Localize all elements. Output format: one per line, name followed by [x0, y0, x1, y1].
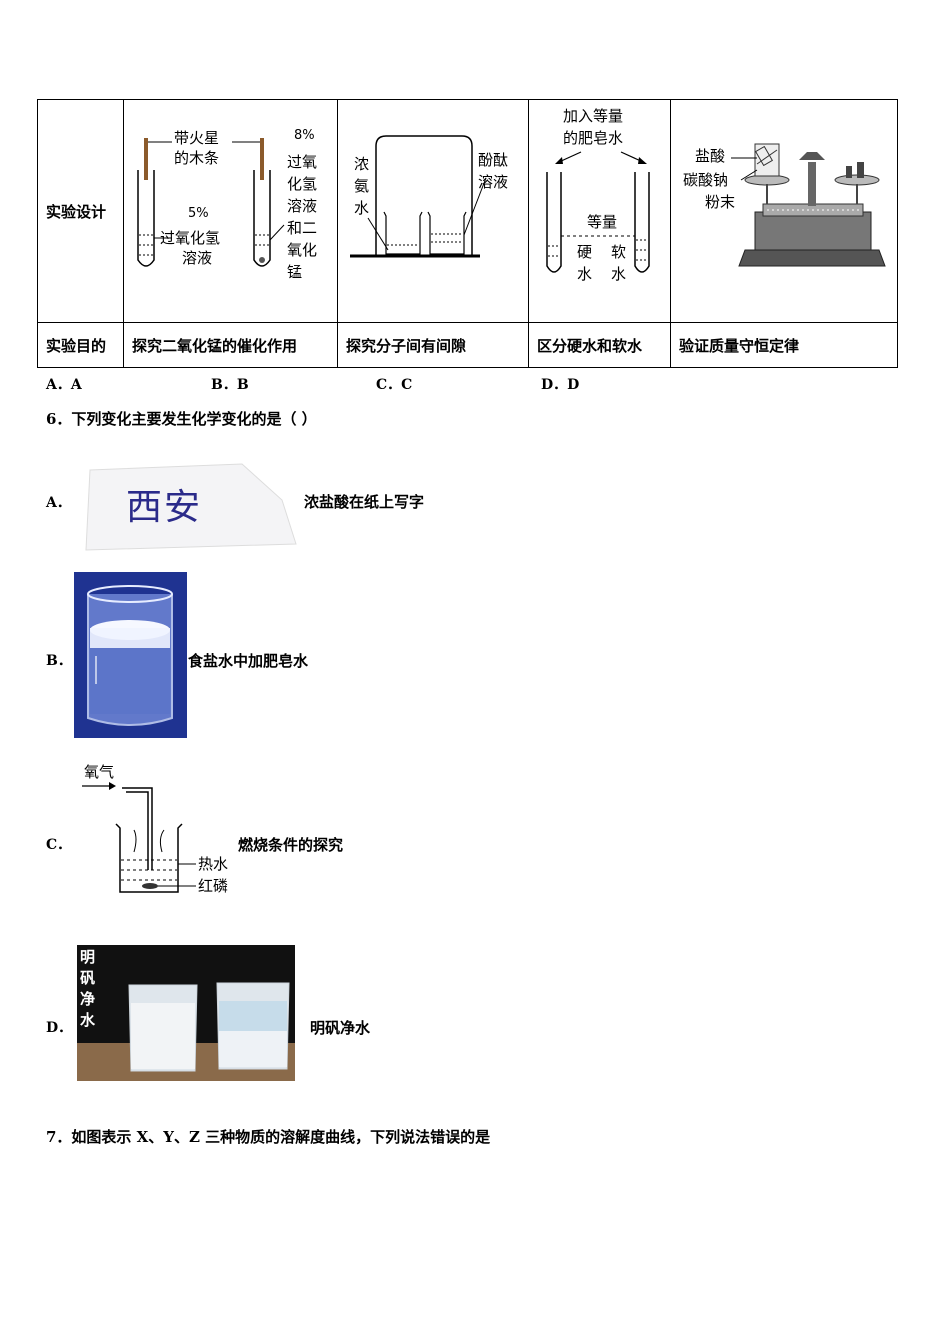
alum-caption-char: 矾 [80, 969, 96, 987]
q6-option-d-text: 明矾净水 [310, 1019, 371, 1037]
label-equal: 等量 [587, 213, 618, 231]
label-ammonia-3: 水 [354, 199, 370, 217]
design-cell-mass: 盐酸 碳酸钠 粉末 [670, 99, 898, 323]
label-right-1: 过氧 [287, 153, 318, 171]
label-left-solution-1: 过氧化氢 [160, 229, 221, 247]
q6-option-c-letter: C． [46, 837, 72, 853]
alum-caption-char: 明 [80, 948, 96, 966]
purpose-diffusion: 探究分子间有间隙 [337, 322, 529, 368]
catalysis-diagram [137, 138, 285, 267]
label-right-5: 氧化 [287, 241, 318, 259]
label-right-6: 锰 [287, 263, 303, 281]
label-hot-water: 热水 [198, 855, 229, 873]
hardwater-diagram [546, 151, 650, 273]
label-left-concentration: 5% [188, 206, 209, 221]
experiment-table: 实验设计 [37, 99, 898, 368]
label-ammonia-1: 浓 [354, 155, 370, 173]
label-soft-2: 水 [611, 265, 627, 283]
q5-option-c: C．C [376, 377, 413, 393]
q6-option-a-letter: A． [46, 495, 71, 511]
q6-option-c-text: 燃烧条件的探究 [238, 836, 344, 854]
label-splint-2: 的木条 [174, 149, 220, 167]
purpose-catalysis: 探究二氧化锰的催化作用 [123, 322, 338, 368]
design-cell-diffusion: 浓 氨 水 酚酞 溶液 [337, 99, 529, 323]
label-hydrochloric-acid: 盐酸 [695, 147, 726, 165]
purpose-mass: 验证质量守恒定律 [670, 322, 898, 368]
q5-option-d: D．D [541, 377, 580, 393]
label-oxygen: 氧气 [84, 763, 115, 781]
label-carbonate-1: 碳酸钠 [683, 171, 729, 189]
alum-caption-char: 水 [80, 1011, 96, 1029]
q5-option-a: A．A [46, 377, 82, 393]
row-label-purpose: 实验目的 [37, 322, 124, 368]
q6-option-b-text: 食盐水中加肥皂水 [188, 652, 309, 670]
soap-beaker-photo [74, 572, 187, 738]
label-ammonia-2: 氨 [354, 177, 370, 195]
diffusion-diagram [350, 135, 487, 258]
label-phenol-1: 酚酞 [478, 151, 509, 169]
purpose-hardwater: 区分硬水和软水 [528, 322, 671, 368]
alum-photo: 明 矾 净 水 [77, 945, 295, 1081]
paper-writing-text: 西安 [126, 487, 203, 528]
paper-writing-image: 西安 [82, 460, 298, 552]
label-right-3: 溶液 [287, 197, 318, 215]
label-splint-1: 带火星 [174, 129, 220, 147]
design-cell-catalysis: 带火星 的木条 5% 过氧化氢 溶液 8% 过氧 化氢 溶液 和二 氧化 锰 [123, 99, 338, 323]
label-hard-2: 水 [577, 265, 593, 283]
alum-photo-caption: 明 矾 净 水 [80, 947, 102, 1031]
label-left-solution-2: 溶液 [182, 249, 213, 267]
design-cell-hardwater: 加入等量 的肥皂水 等量 硬 水 软 水 [528, 99, 671, 323]
q7-stem: 7．如图表示 X、Y、Z 三种物质的溶解度曲线，下列说法错误的是 [46, 1128, 491, 1146]
label-right-4: 和二 [287, 219, 318, 237]
q6-option-b-letter: B． [46, 653, 72, 669]
balance-diagram [731, 143, 886, 267]
alum-caption-char: 净 [80, 990, 96, 1008]
row-label-design: 实验设计 [37, 99, 124, 323]
label-right-concentration: 8% [294, 128, 315, 143]
label-red-phosphorus: 红磷 [198, 877, 229, 895]
q6-option-a-text: 浓盐酸在纸上写字 [304, 493, 425, 511]
label-phenol-2: 溶液 [478, 173, 509, 191]
label-carbonate-2: 粉末 [705, 193, 736, 211]
combustion-diagram: 氧气 热水 红磷 [78, 760, 238, 900]
label-right-2: 化氢 [287, 175, 318, 193]
label-hard-1: 硬 [577, 243, 593, 261]
q5-option-b: B．B [211, 377, 249, 393]
label-soft-1: 软 [611, 243, 627, 261]
q6-option-d-letter: D． [46, 1020, 73, 1036]
label-soap-2: 的肥皂水 [563, 129, 624, 147]
q6-stem: 6．下列变化主要发生化学变化的是（ ） [46, 410, 317, 428]
label-soap-1: 加入等量 [563, 107, 624, 125]
